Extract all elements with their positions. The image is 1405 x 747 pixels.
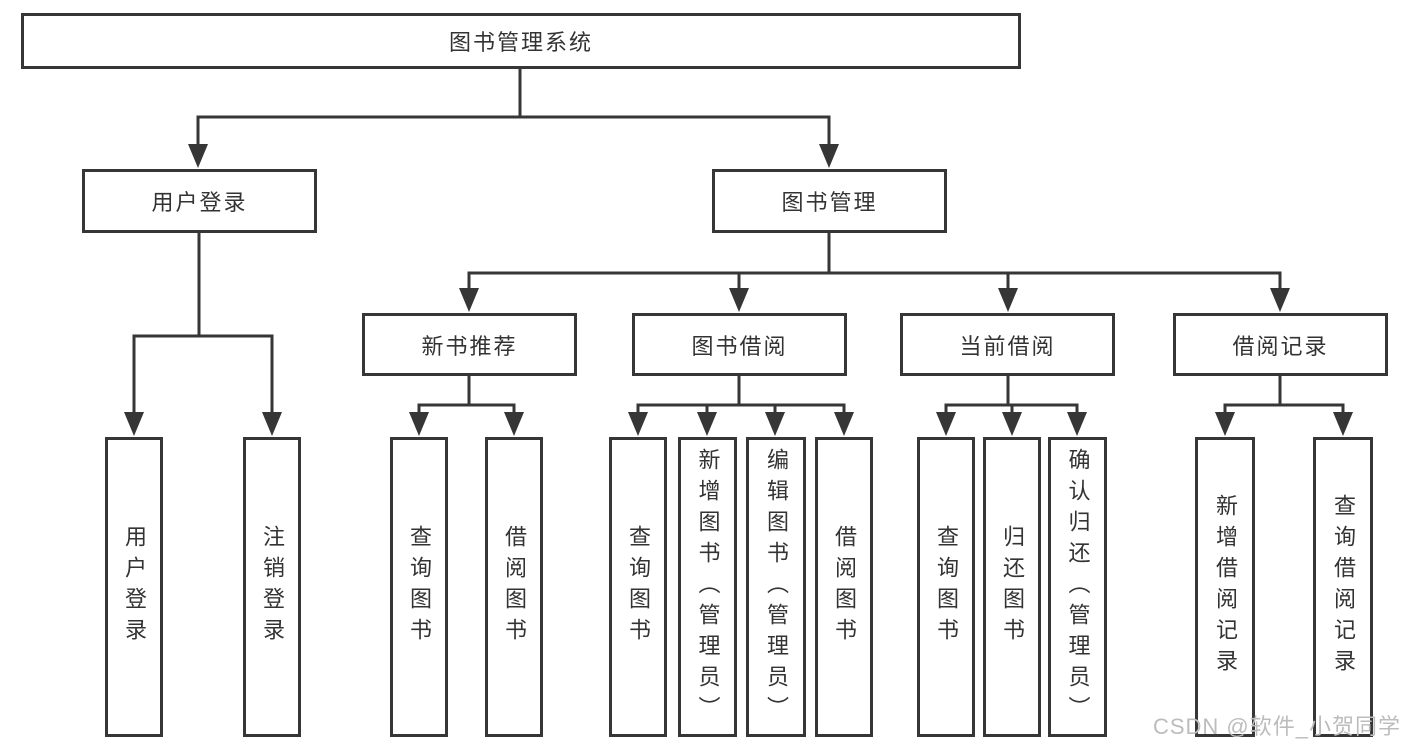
- leaf-records-add-record-label: 新增借阅记录: [1213, 494, 1238, 680]
- leaf-borrow-edit-books-admin-label: 编辑图书（管理员）: [764, 447, 789, 727]
- csdn-watermark: CSDN @软件_小贺同学: [1152, 714, 1401, 739]
- node-book-management-label: 图书管理: [781, 190, 878, 215]
- leaf-user-login-logout-label: 注销登录: [260, 525, 285, 649]
- leaf-borrow-borrow-books: 借阅图书: [815, 437, 873, 737]
- leaf-borrow-borrow-books-label: 借阅图书: [832, 525, 857, 649]
- leaf-current-confirm-return-admin-label: 确认归还（管理员）: [1065, 447, 1091, 727]
- node-borrow-records-label: 借阅记录: [1232, 333, 1329, 359]
- leaf-user-login-logout: 注销登录: [243, 437, 301, 737]
- leaf-recommend-borrow-books: 借阅图书: [485, 437, 543, 737]
- leaf-borrow-query-books: 查询图书: [609, 437, 667, 737]
- node-root-label: 图书管理系统: [448, 30, 593, 55]
- node-new-book-recommend: 新书推荐: [362, 313, 577, 376]
- leaf-current-return-books: 归还图书: [983, 437, 1041, 737]
- leaf-current-query-books-label: 查询图书: [934, 525, 959, 649]
- leaf-current-query-books: 查询图书: [917, 437, 975, 737]
- node-root: 图书管理系统: [21, 13, 1021, 69]
- leaf-current-confirm-return-admin: 确认归还（管理员）: [1048, 437, 1107, 737]
- node-book-management: 图书管理: [712, 169, 947, 233]
- node-borrow-records: 借阅记录: [1173, 313, 1388, 376]
- leaf-current-return-books-label: 归还图书: [1000, 525, 1025, 649]
- node-new-book-recommend-label: 新书推荐: [421, 333, 518, 359]
- node-current-borrow-label: 当前借阅: [959, 333, 1056, 359]
- leaf-borrow-add-books-admin-label: 新增图书（管理员）: [695, 447, 721, 727]
- leaf-records-query-record-label: 查询借阅记录: [1331, 494, 1356, 680]
- node-book-borrow: 图书借阅: [632, 313, 847, 376]
- leaf-recommend-borrow-books-label: 借阅图书: [502, 525, 527, 649]
- node-user-login: 用户登录: [82, 169, 317, 233]
- node-book-borrow-label: 图书借阅: [691, 333, 788, 359]
- leaf-records-query-record: 查询借阅记录: [1313, 437, 1373, 737]
- leaf-recommend-query-books-label: 查询图书: [407, 525, 432, 649]
- node-user-login-label: 用户登录: [151, 190, 248, 215]
- leaf-user-login-login: 用户登录: [105, 437, 163, 737]
- leaf-records-add-record: 新增借阅记录: [1195, 437, 1255, 737]
- leaf-borrow-edit-books-admin: 编辑图书（管理员）: [746, 437, 806, 737]
- leaf-borrow-add-books-admin: 新增图书（管理员）: [678, 437, 737, 737]
- leaf-recommend-query-books: 查询图书: [390, 437, 448, 737]
- leaf-borrow-query-books-label: 查询图书: [626, 525, 651, 649]
- leaf-user-login-login-label: 用户登录: [122, 525, 147, 649]
- node-current-borrow: 当前借阅: [900, 313, 1115, 376]
